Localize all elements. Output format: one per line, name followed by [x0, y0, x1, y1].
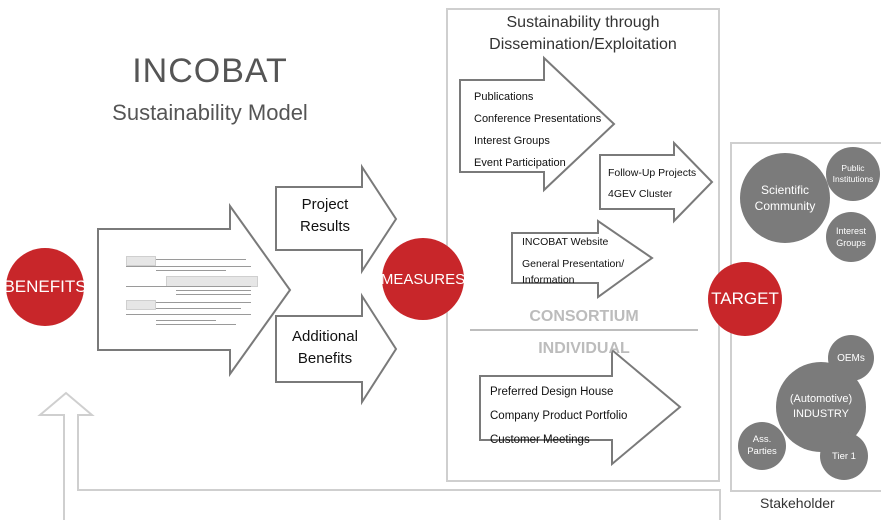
list-item: Preferred Design House — [490, 386, 614, 398]
website-arrow — [511, 219, 654, 299]
page-subtitle: Sustainability Model — [112, 100, 308, 125]
measures-node: MEASURES — [380, 238, 466, 320]
individual-arrow — [479, 347, 682, 467]
project-results-label: Project Results — [299, 196, 351, 235]
list-item: Follow-Up Projects — [608, 167, 697, 179]
list-item: Customer Meetings — [490, 434, 590, 446]
list-item: Conference Presentations — [474, 113, 602, 125]
page-title: INCOBAT — [132, 52, 288, 90]
target-node: TARGET — [708, 262, 782, 336]
document-thumbnail — [126, 256, 258, 340]
list-item: General Presentation/ — [522, 258, 625, 270]
stakeholder-label: Stakeholder — [760, 495, 835, 511]
publications-list: Publications Conference Presentations In… — [474, 86, 601, 174]
project-results-arrow — [275, 163, 398, 275]
list-item: 4GEV Cluster — [608, 188, 673, 200]
measures-label: MEASURES — [380, 270, 466, 288]
benefits-node: BENEFITS — [3, 248, 87, 326]
additional-benefits-arrow — [275, 292, 398, 406]
feedback-arrow — [37, 391, 721, 520]
benefits-label: BENEFITS — [3, 277, 87, 296]
list-item: Publications — [474, 91, 534, 103]
website-list: INCOBAT Website General Presentation/ In… — [522, 234, 624, 288]
list-item: INCOBAT Website — [522, 236, 609, 248]
list-item: Information — [522, 274, 575, 286]
ass-parties-node: Ass.Parties — [738, 422, 786, 470]
target-label: TARGET — [711, 289, 779, 308]
followup-arrow — [599, 140, 714, 224]
dissemination-header: Sustainability through Dissemination/Exp… — [489, 14, 677, 53]
tier1-node: Tier 1 — [820, 432, 868, 480]
list-item: Event Participation — [474, 157, 566, 169]
list-item: Company Product Portfolio — [490, 410, 628, 422]
additional-benefits-label: Additional Benefits — [292, 328, 358, 367]
individual-label: INDIVIDUAL — [538, 340, 630, 357]
publications-arrow — [459, 55, 616, 193]
individual-list: Preferred Design House Company Product P… — [490, 380, 627, 452]
list-item: Interest Groups — [474, 135, 550, 147]
consortium-label: CONSORTIUM — [529, 308, 639, 325]
followup-list: Follow-Up Projects 4GEV Cluster — [608, 163, 696, 205]
